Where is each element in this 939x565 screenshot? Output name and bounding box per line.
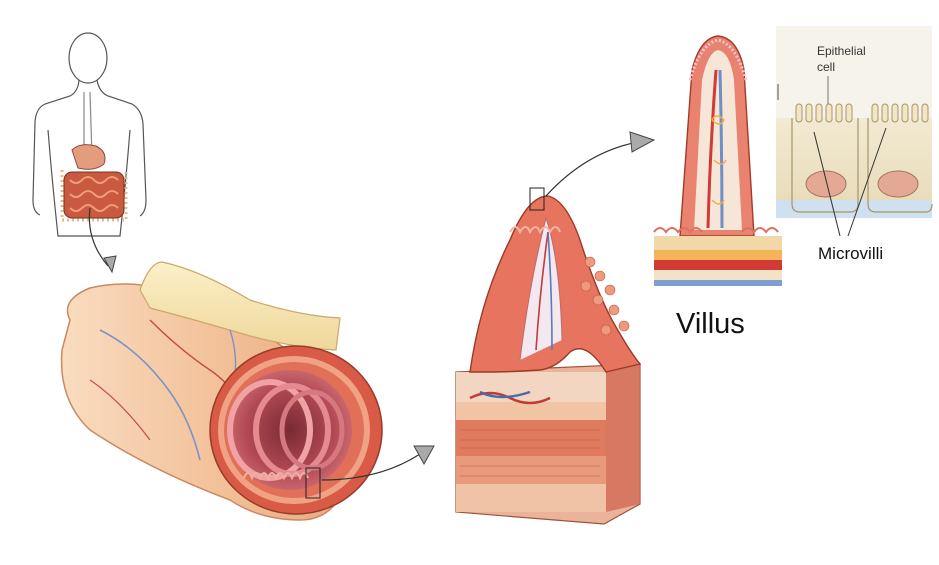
small-intestine-section bbox=[60, 261, 383, 521]
intestinal-wall-section bbox=[455, 187, 642, 525]
digestive-organs-thumbnail bbox=[60, 144, 128, 222]
epithelial-cell-label-line1: Epithelial bbox=[817, 44, 866, 58]
arrow-icon bbox=[321, 445, 435, 481]
microvilli-label: Microvilli bbox=[818, 244, 884, 263]
villus-closeup bbox=[653, 35, 782, 286]
arrow-icon bbox=[88, 207, 117, 274]
epithelial-cells-closeup bbox=[776, 26, 933, 237]
villus-label: Villus bbox=[676, 308, 745, 340]
epithelial-cell-label-line2: cell bbox=[817, 60, 836, 74]
arrow-icon bbox=[545, 131, 656, 197]
